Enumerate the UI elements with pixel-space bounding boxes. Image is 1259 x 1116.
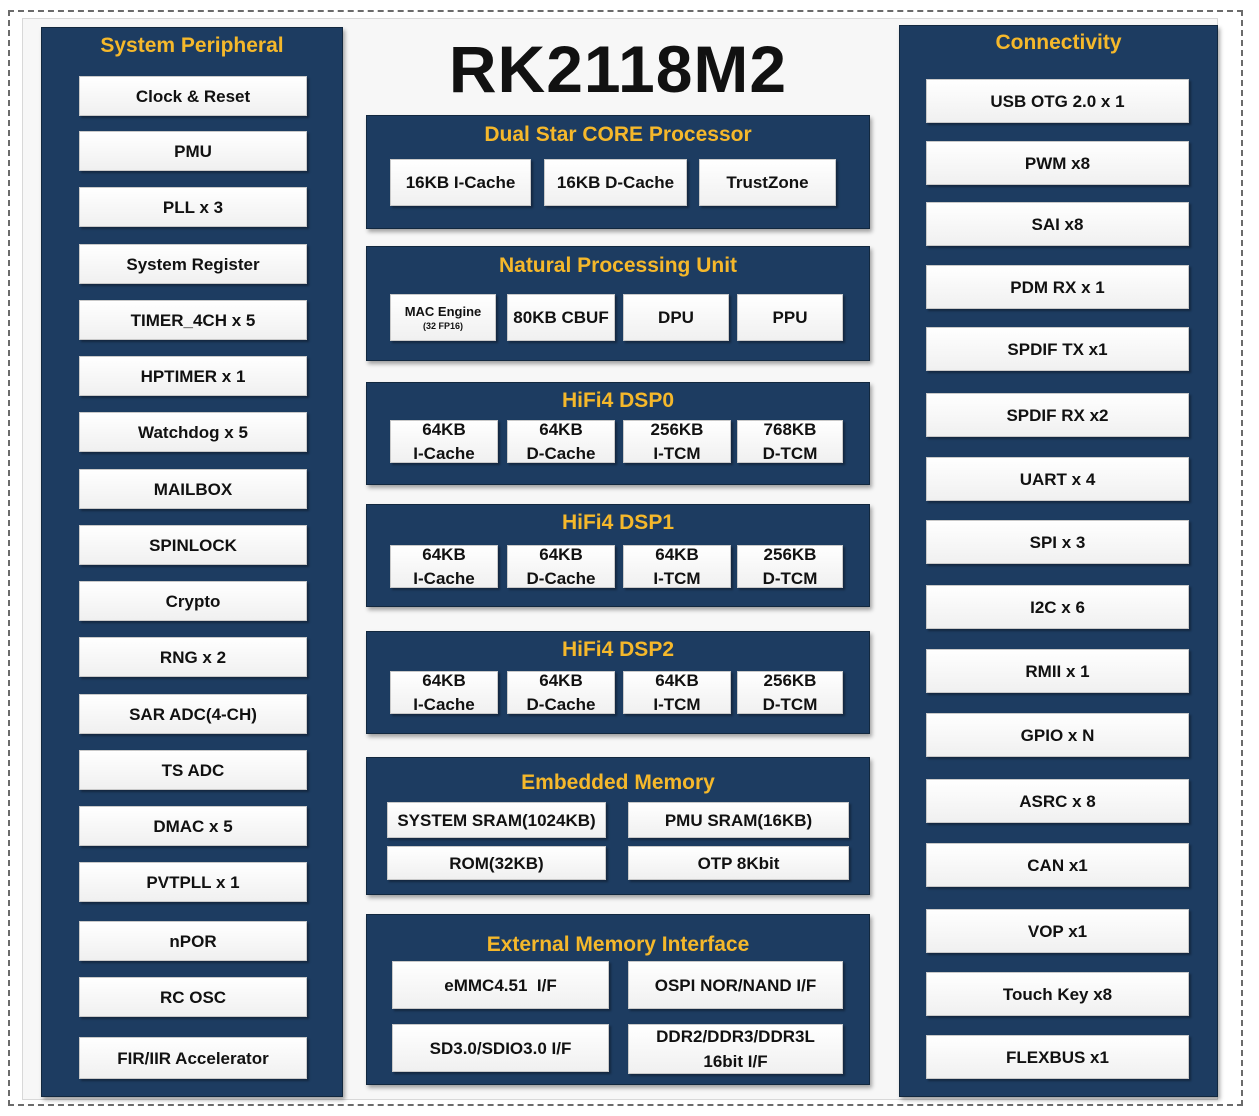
connectivity-item-gpio-x-n: GPIO x N — [926, 713, 1189, 757]
npu-cbuf-block: 80KB CBUF — [507, 294, 615, 341]
system-peripheral-item-system-register: System Register — [79, 244, 307, 284]
trustzone-block: TrustZone — [699, 159, 836, 206]
core-icache-block: 16KB I-Cache — [390, 159, 531, 206]
connectivity-item-rmii-x-1: RMII x 1 — [926, 649, 1189, 693]
chip-title: RK2118M2 — [448, 32, 788, 106]
dsp0-title: HiFi4 DSP0 — [561, 389, 675, 412]
system-peripheral-item-pvtpll-x-1: PVTPLL x 1 — [79, 862, 307, 902]
npu-ppu-block: PPU — [737, 294, 843, 341]
ospi-block: OSPI NOR/NAND I/F — [628, 961, 843, 1009]
system-peripheral-item-ts-adc: TS ADC — [79, 750, 307, 790]
mac-engine-block: MAC Engine (32 FP16) — [390, 294, 496, 341]
connectivity-item-asrc-x-8: ASRC x 8 — [926, 779, 1189, 823]
outer-dashed-frame — [8, 10, 1243, 1106]
system-peripheral-item-watchdog-x-5: Watchdog x 5 — [79, 412, 307, 452]
connectivity-title: Connectivity — [995, 31, 1122, 54]
connectivity-item-uart-x-4: UART x 4 — [926, 457, 1189, 501]
system-peripheral-item-sar-adc-4-ch: SAR ADC(4-CH) — [79, 694, 307, 734]
npu-dpu-block: DPU — [623, 294, 729, 341]
system-peripheral-item-fir-iir-accelerator: FIR/IIR Accelerator — [79, 1037, 307, 1079]
system-peripheral-item-hptimer-x-1: HPTIMER x 1 — [79, 356, 307, 396]
connectivity-item-can-x1: CAN x1 — [926, 843, 1189, 887]
embedded-memory-title: Embedded Memory — [521, 771, 715, 794]
connectivity-item-vop-x1: VOP x1 — [926, 909, 1189, 953]
system-peripheral-item-pll-x-3: PLL x 3 — [79, 187, 307, 227]
system-peripheral-item-rng-x-2: RNG x 2 — [79, 637, 307, 677]
sd-sdio-block: SD3.0/SDIO3.0 I/F — [392, 1024, 609, 1072]
system-peripheral-item-mailbox: MAILBOX — [79, 469, 307, 509]
connectivity-item-spdif-rx-x2: SPDIF RX x2 — [926, 393, 1189, 437]
connectivity-item-sai-x8: SAI x8 — [926, 202, 1189, 246]
system-peripheral-item-rc-osc: RC OSC — [79, 977, 307, 1017]
core-processor-title: Dual Star CORE Processor — [484, 123, 752, 146]
connectivity-item-pwm-x8: PWM x8 — [926, 141, 1189, 185]
connectivity-item-i2c-x-6: I2C x 6 — [926, 585, 1189, 629]
system-peripheral-item-timer-4ch-x-5: TIMER_4CH x 5 — [79, 300, 307, 340]
dsp1-title: HiFi4 DSP1 — [561, 511, 675, 534]
ddr-block: DDR2/DDR3/DDR3L 16bit I/F — [628, 1024, 843, 1074]
system-peripheral-item-npor: nPOR — [79, 921, 307, 961]
system-peripheral-item-clock-reset: Clock & Reset — [79, 76, 307, 116]
otp-block: OTP 8Kbit — [628, 846, 849, 880]
connectivity-item-spdif-tx-x1: SPDIF TX x1 — [926, 327, 1189, 371]
rom-block: ROM(32KB) — [387, 846, 606, 880]
system-peripheral-item-crypto: Crypto — [79, 581, 307, 621]
connectivity-item-touch-key-x8: Touch Key x8 — [926, 972, 1189, 1016]
connectivity-item-usb-otg-2-0-x-1: USB OTG 2.0 x 1 — [926, 79, 1189, 123]
pmu-sram-block: PMU SRAM(16KB) — [628, 802, 849, 838]
system-peripheral-item-spinlock: SPINLOCK — [79, 525, 307, 565]
connectivity-item-pdm-rx-x-1: PDM RX x 1 — [926, 265, 1189, 309]
connectivity-item-flexbus-x1: FLEXBUS x1 — [926, 1035, 1189, 1079]
core-dcache-block: 16KB D-Cache — [544, 159, 687, 206]
emmc-block: eMMC4.51 I/F — [392, 961, 609, 1009]
system-sram-block: SYSTEM SRAM(1024KB) — [387, 802, 606, 838]
connectivity-item-spi-x-3: SPI x 3 — [926, 520, 1189, 564]
system-peripheral-item-dmac-x-5: DMAC x 5 — [79, 806, 307, 846]
npu-title: Natural Processing Unit — [498, 254, 738, 277]
system-peripheral-item-pmu: PMU — [79, 131, 307, 171]
system-peripheral-title: System Peripheral — [100, 34, 284, 57]
dsp2-title: HiFi4 DSP2 — [561, 638, 675, 661]
external-memory-title: External Memory Interface — [486, 933, 750, 956]
